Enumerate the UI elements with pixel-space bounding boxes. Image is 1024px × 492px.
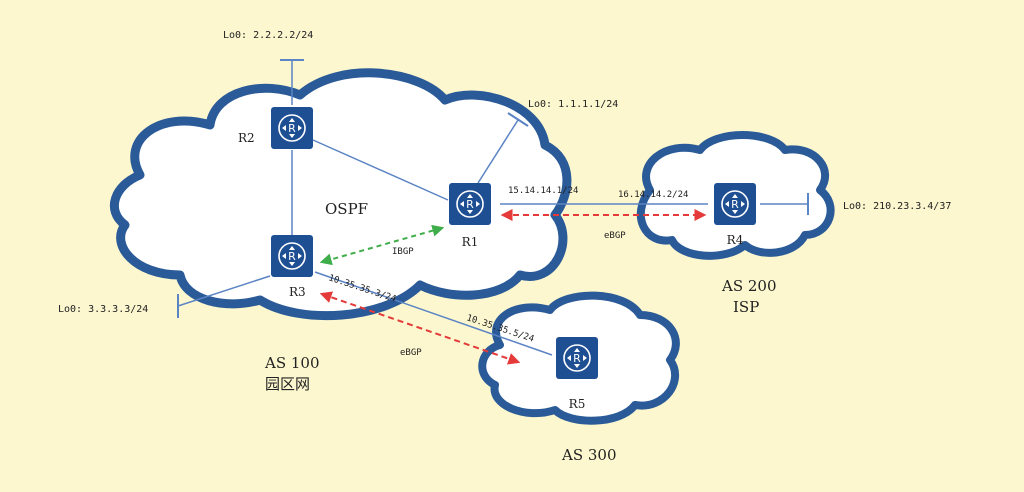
lo0-r1-label: Lo0: 1.1.1.1/24 [528, 99, 618, 110]
as100-cloud [109, 68, 572, 321]
ibgp-label: IBGP [392, 247, 414, 257]
ibgp-r1-r3-arrow [319, 224, 445, 266]
link-r4-side-label: 16.14.14.2/24 [618, 190, 688, 200]
link-r3-loopback [177, 275, 271, 307]
router-r5-icon[interactable] [555, 336, 599, 380]
ebgp-r3-r5-label: eBGP [400, 348, 422, 358]
router-r2-icon[interactable] [270, 106, 314, 150]
link-r1-side-label: 15.14.14.1/24 [508, 186, 578, 196]
as100-label: AS 100 [264, 354, 320, 372]
link-r1-loopback [477, 119, 519, 184]
as100-sub-label: 园区网 [265, 375, 310, 393]
lo0-r2-label: Lo0: 2.2.2.2/24 [223, 30, 313, 41]
ebgp-r3-r5-arrow [319, 291, 521, 365]
router-r5-label: R5 [569, 397, 586, 411]
loopback-bar-r1 [507, 112, 529, 127]
lo0-r4-label: Lo0: 210.23.3.4/37 [843, 201, 951, 212]
router-r3-icon[interactable] [270, 234, 314, 278]
as200-sub-label: ISP [733, 298, 759, 316]
router-r4-icon[interactable] [713, 182, 757, 226]
router-r3-label: R3 [289, 285, 306, 299]
ospf-label: OSPF [325, 200, 368, 218]
router-r4-label: R4 [727, 233, 744, 247]
router-r2-label: R2 [238, 131, 255, 145]
router-r1-label: R1 [462, 235, 479, 249]
link-r2-r1 [312, 139, 449, 201]
as200-label: AS 200 [721, 277, 777, 295]
as300-label: AS 300 [561, 446, 617, 464]
router-r1-icon[interactable] [448, 182, 492, 226]
lo0-r3-label: Lo0: 3.3.3.3/24 [58, 304, 148, 315]
ebgp-r1-r4-label: eBGP [604, 231, 626, 241]
